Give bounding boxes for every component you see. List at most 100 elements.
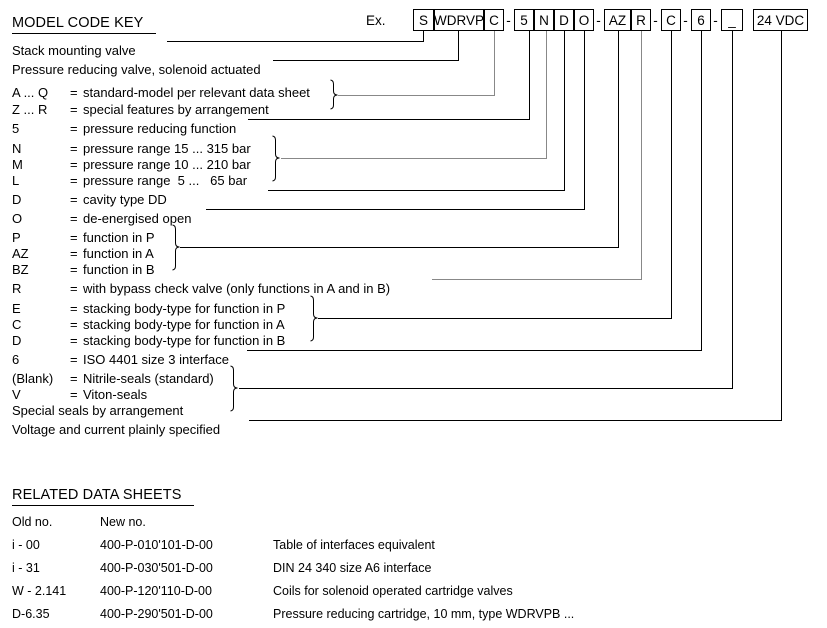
- key-row-description: de-energised open: [83, 211, 192, 226]
- connector-bypass-check-valve: [432, 31, 642, 280]
- key-row-equals: =: [70, 387, 78, 402]
- connector-de-energised-open: [206, 31, 585, 210]
- code-box-d: D: [554, 9, 574, 31]
- key-row-code: R: [12, 281, 22, 296]
- connector-stack-mounting-valve: [167, 31, 424, 42]
- key-row-equals: =: [70, 211, 78, 226]
- key-row-description: function in A: [83, 246, 154, 261]
- key-row-code: (Blank): [12, 371, 54, 386]
- brace-pressure-range: [271, 135, 282, 182]
- key-row-equals: =: [70, 230, 78, 245]
- key-row-description: stacking body-type for function in P: [83, 301, 286, 316]
- code-box-r: R: [631, 9, 651, 31]
- rds-description: Table of interfaces equivalent: [273, 538, 435, 552]
- code-box-o: O: [574, 9, 594, 31]
- key-row-code: P: [12, 230, 21, 245]
- code-separator-dash: -: [653, 12, 658, 28]
- key-row-code: D: [12, 192, 22, 207]
- code-separator-dash: -: [713, 12, 718, 28]
- brace-function-port: [171, 224, 182, 271]
- key-row-code: N: [12, 141, 22, 156]
- code-box-wdrvp: WDRVP: [434, 9, 484, 31]
- key-row-description: pressure range 5 ... 65 bar: [83, 173, 248, 188]
- key-row-text: Stack mounting valve: [12, 43, 136, 58]
- related-data-sheets-title-underline: [12, 505, 194, 506]
- key-row-code: 6: [12, 352, 20, 367]
- key-row-text: Special seals by arrangement: [12, 403, 184, 418]
- key-row-equals: =: [70, 141, 78, 156]
- connector-pressure-reducing-function: [248, 31, 530, 120]
- key-row-description: cavity type DD: [83, 192, 167, 207]
- rds-column-header: New no.: [100, 515, 146, 529]
- rds-old-no: W - 2.141: [12, 584, 67, 598]
- code-box-blank: _: [721, 9, 743, 31]
- key-row-description: ISO 4401 size 3 interface: [83, 352, 229, 367]
- code-separator-dash: -: [506, 12, 511, 28]
- key-row-code: AZ: [12, 246, 29, 261]
- key-row-description: pressure range 10 ... 210 bar: [83, 157, 251, 172]
- key-row-equals: =: [70, 301, 78, 316]
- key-row-description: Viton-seals: [83, 387, 148, 402]
- connector-model-variant: [338, 31, 495, 96]
- key-row-equals: =: [70, 85, 78, 100]
- connector-stacking-body: [318, 31, 672, 319]
- key-row-equals: =: [70, 352, 78, 367]
- brace-seals: [229, 365, 240, 412]
- model-code-key-title-underline: [12, 33, 156, 34]
- key-row-equals: =: [70, 157, 78, 172]
- example-label: Ex.: [366, 13, 386, 28]
- rds-description: Coils for solenoid operated cartridge va…: [273, 584, 513, 598]
- key-row-equals: =: [70, 262, 78, 277]
- key-row-description: with bypass check valve (only functions …: [83, 281, 391, 296]
- key-row-code: V: [12, 387, 21, 402]
- rds-new-no: 400-P-120'110-D-00: [100, 584, 212, 598]
- key-row-code: L: [12, 173, 20, 188]
- code-box-c: C: [484, 9, 504, 31]
- model-code-key-title: MODEL CODE KEY: [12, 15, 144, 31]
- key-row-code: Z ... R: [12, 102, 48, 117]
- code-separator-dash: -: [683, 12, 688, 28]
- connector-cavity-type: [268, 31, 565, 191]
- brace-model-variant: [329, 79, 340, 110]
- key-row-code: D: [12, 333, 22, 348]
- key-row-equals: =: [70, 173, 78, 188]
- key-row-description: stacking body-type for function in A: [83, 317, 285, 332]
- code-box-24-vdc: 24 VDC: [753, 9, 808, 31]
- key-row-code: A ... Q: [12, 85, 49, 100]
- key-row-description: special features by arrangement: [83, 102, 269, 117]
- rds-description: Pressure reducing cartridge, 10 mm, type…: [273, 607, 575, 621]
- key-row-description: standard-model per relevant data sheet: [83, 85, 310, 100]
- key-row-equals: =: [70, 317, 78, 332]
- key-row-description: pressure range 15 ... 315 bar: [83, 141, 251, 156]
- key-row-equals: =: [70, 246, 78, 261]
- key-row-code: O: [12, 211, 23, 226]
- code-box-s: S: [413, 9, 434, 31]
- code-box-az: AZ: [604, 9, 631, 31]
- connector-pressure-range: [281, 31, 547, 159]
- rds-description: DIN 24 340 size A6 interface: [273, 561, 432, 575]
- key-row-equals: =: [70, 333, 78, 348]
- key-row-code: BZ: [12, 262, 29, 277]
- key-row-code: C: [12, 317, 22, 332]
- key-row-description: function in B: [83, 262, 155, 277]
- brace-stacking-body: [309, 295, 320, 342]
- rds-old-no: i - 31: [12, 561, 40, 575]
- key-row-text: Voltage and current plainly specified: [12, 422, 221, 437]
- rds-new-no: 400-P-030'501-D-00: [100, 561, 213, 575]
- key-row-description: Nitrile-seals (standard): [83, 371, 214, 386]
- rds-old-no: i - 00: [12, 538, 40, 552]
- key-row-equals: =: [70, 281, 78, 296]
- key-row-equals: =: [70, 371, 78, 386]
- key-row-code: M: [12, 157, 23, 172]
- rds-new-no: 400-P-010'101-D-00: [100, 538, 213, 552]
- code-box-c: C: [661, 9, 681, 31]
- key-row-equals: =: [70, 192, 78, 207]
- key-row-description: function in P: [83, 230, 155, 245]
- key-row-description: pressure reducing function: [83, 121, 237, 136]
- key-row-equals: =: [70, 121, 78, 136]
- rds-new-no: 400-P-290'501-D-00: [100, 607, 213, 621]
- code-box-6: 6: [691, 9, 711, 31]
- key-row-code: E: [12, 301, 21, 316]
- connector-pressure-reducing-valve: [273, 31, 459, 61]
